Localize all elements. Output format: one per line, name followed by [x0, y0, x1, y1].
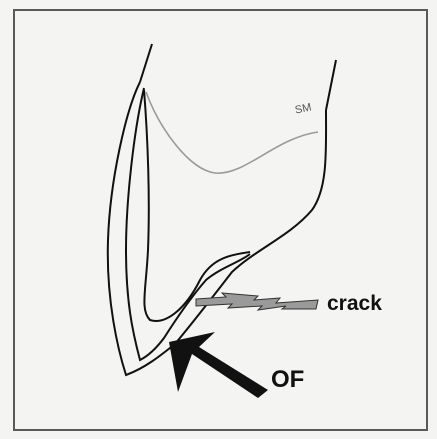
pulp-outline: [144, 90, 250, 321]
occlusal-force-arrow: [169, 332, 268, 398]
occlusal-line: [146, 92, 318, 173]
crack-label: crack: [327, 292, 382, 316]
tooth-outer-outline: [108, 82, 326, 375]
occlusal-force-label: OF: [271, 366, 304, 394]
bleed-through-text: [20, 16, 420, 86]
tooth-inner-outline: [126, 88, 250, 360]
